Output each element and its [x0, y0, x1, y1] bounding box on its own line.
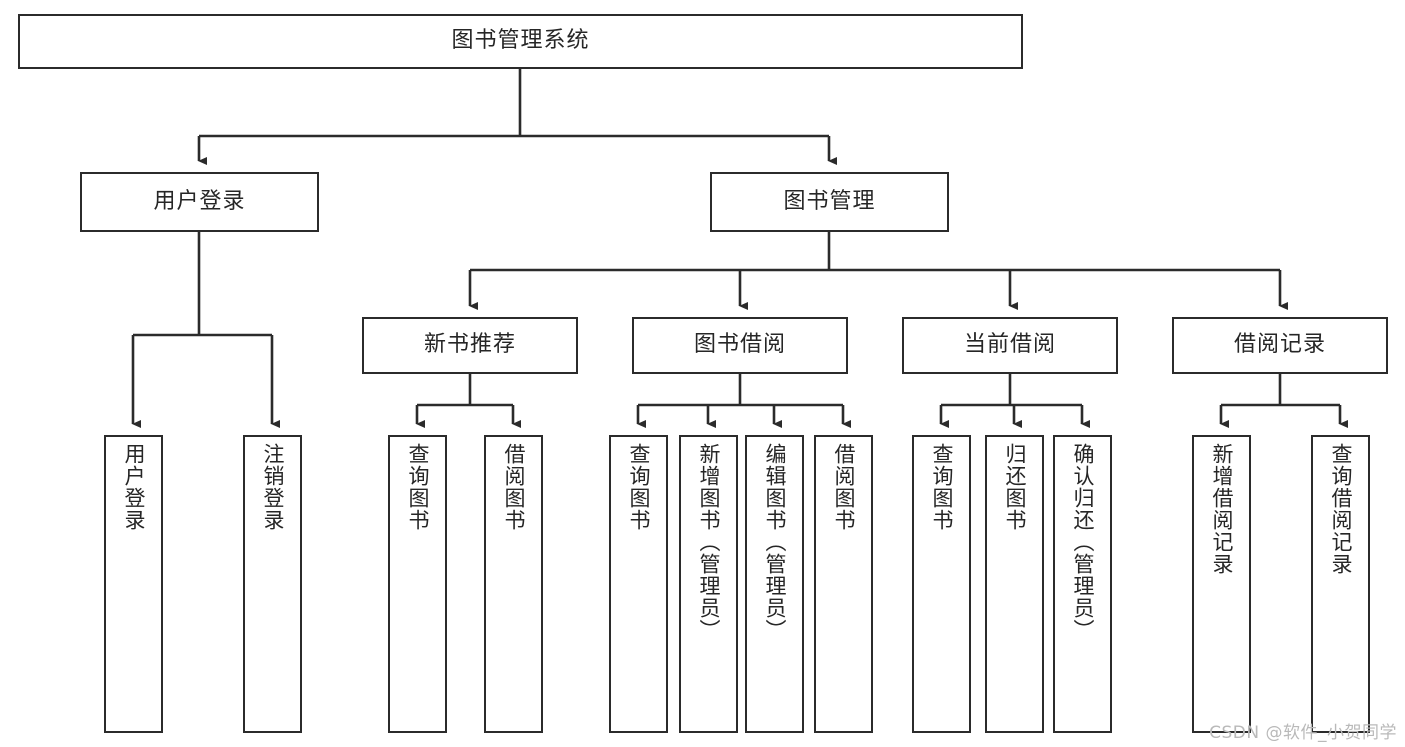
node-root: 图书管理系统 [18, 14, 1023, 69]
node-leaf-confirm-return: 确认归还（管理员） [1053, 435, 1112, 733]
node-label: 查询图书 [626, 443, 651, 531]
node-leaf-logout: 注销登录 [243, 435, 302, 733]
node-leaf-borrow-book-2: 借阅图书 [814, 435, 873, 733]
node-label: 归还图书 [1002, 443, 1027, 531]
node-leaf-return-book: 归还图书 [985, 435, 1044, 733]
node-label: 图书借阅 [693, 332, 786, 358]
node-label: 确认归还（管理员） [1070, 443, 1095, 641]
node-label: 查询借阅记录 [1328, 443, 1353, 575]
node-book-manage: 图书管理 [710, 172, 949, 232]
node-current-borrow: 当前借阅 [902, 317, 1118, 374]
node-label: 借阅记录 [1233, 332, 1326, 358]
node-label: 图书管理 [783, 188, 876, 214]
node-label: 注销登录 [260, 443, 285, 531]
node-leaf-add-book: 新增图书（管理员） [679, 435, 738, 733]
csdn-watermark: CSDN @软件_小贺同学 [1209, 723, 1397, 743]
node-book-borrow: 图书借阅 [632, 317, 848, 374]
node-label: 图书管理系统 [451, 28, 590, 54]
node-leaf-query-record: 查询借阅记录 [1311, 435, 1370, 733]
node-label: 借阅图书 [831, 443, 856, 531]
node-label: 新增图书（管理员） [696, 443, 721, 641]
node-label: 编辑图书（管理员） [762, 443, 787, 641]
node-leaf-query-book-2: 查询图书 [609, 435, 668, 733]
node-leaf-query-book-3: 查询图书 [912, 435, 971, 733]
node-leaf-borrow-book-1: 借阅图书 [484, 435, 543, 733]
node-leaf-query-book-1: 查询图书 [388, 435, 447, 733]
node-label: 借阅图书 [501, 443, 526, 531]
node-label: 查询图书 [929, 443, 954, 531]
node-leaf-edit-book: 编辑图书（管理员） [745, 435, 804, 733]
node-label: 查询图书 [405, 443, 430, 531]
node-leaf-user-login: 用户登录 [104, 435, 163, 733]
node-borrow-record: 借阅记录 [1172, 317, 1388, 374]
node-label: 新书推荐 [423, 332, 516, 358]
node-label: 用户登录 [153, 188, 246, 214]
node-new-book-rec: 新书推荐 [362, 317, 578, 374]
node-user-login: 用户登录 [80, 172, 319, 232]
node-label: 当前借阅 [963, 332, 1056, 358]
node-leaf-add-record: 新增借阅记录 [1192, 435, 1251, 733]
node-label: 用户登录 [121, 443, 146, 531]
node-label: 新增借阅记录 [1209, 443, 1234, 575]
